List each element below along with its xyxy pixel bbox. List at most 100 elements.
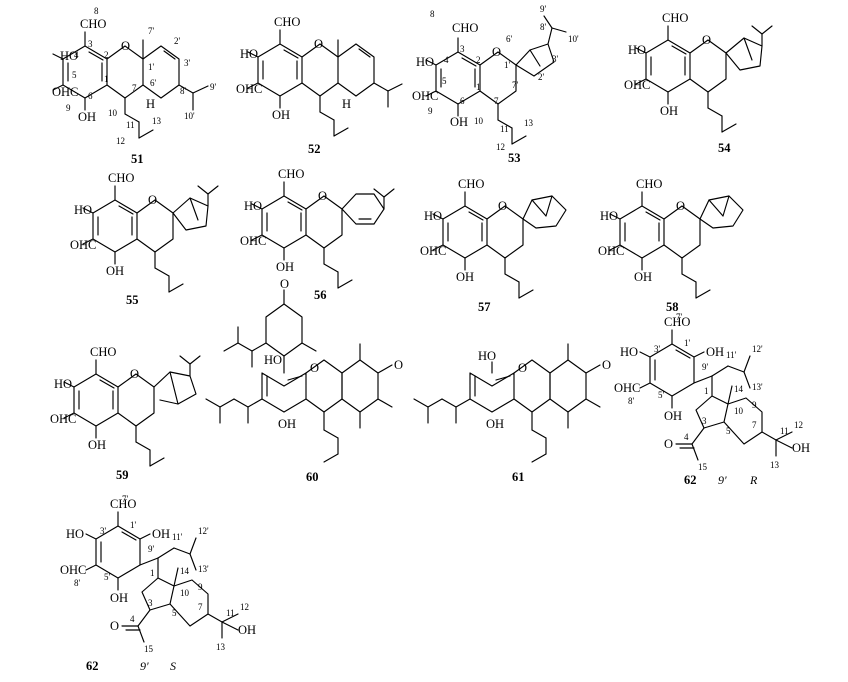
num-13p: 13' <box>198 564 209 574</box>
label-oh: OH <box>106 264 124 278</box>
num-1p: 1' <box>504 60 511 70</box>
label-ohc: OHC <box>50 412 76 426</box>
label-oh: OH <box>152 527 170 541</box>
label-cho: CHO <box>108 171 134 185</box>
num-12: 12 <box>240 602 249 612</box>
num-12: 12 <box>794 420 803 430</box>
num-5: 5 <box>726 426 731 436</box>
compound-id: 54 <box>718 141 731 155</box>
label-o: O <box>121 39 130 53</box>
num-5p: 5' <box>658 390 665 400</box>
num-9: 9 <box>428 106 433 116</box>
label-ho: HO <box>478 349 496 363</box>
compound-51: CHO HO OHC OH O H 8 7' 2' 1' 3' 6' 7 4 3… <box>52 6 217 166</box>
num-8p: 8' <box>74 578 81 588</box>
num-8p: 8' <box>180 86 187 96</box>
num-8p: 8' <box>540 22 547 32</box>
label-ketone-o: O <box>602 358 611 372</box>
num-10p: 10' <box>568 34 579 44</box>
num-8p: 8' <box>628 396 635 406</box>
compound-id: 62 <box>684 473 697 487</box>
num-9: 9 <box>198 582 203 592</box>
compound-id: 57 <box>478 300 491 314</box>
num-7: 7 <box>198 602 203 612</box>
label-o: O <box>492 45 501 59</box>
num-3: 3 <box>88 39 93 49</box>
num-12: 12 <box>116 136 125 146</box>
compound-id: 55 <box>126 293 139 307</box>
compound-id: 51 <box>131 152 144 166</box>
label-o: O <box>498 199 507 213</box>
num-9: 9 <box>66 103 71 113</box>
num-9: 9 <box>752 400 757 410</box>
label-ho: HO <box>74 203 92 217</box>
num-1: 1 <box>150 568 155 578</box>
label-oh: OH <box>792 441 810 455</box>
num-6: 6 <box>88 91 93 101</box>
num-1p: 1' <box>130 520 137 530</box>
label-o: O <box>310 361 319 375</box>
num-7: 7 <box>132 83 137 93</box>
label-ohc: OHC <box>614 381 640 395</box>
num-12p: 12' <box>198 526 209 536</box>
num-3: 3 <box>148 598 153 608</box>
label-h: H <box>146 97 155 111</box>
label-ho: HO <box>600 209 618 223</box>
num-2: 2 <box>104 50 109 60</box>
label-ho: HO <box>416 55 434 69</box>
label-oh: OH <box>456 270 474 284</box>
num-9p: 9' <box>540 4 547 14</box>
num-5p: 5' <box>104 572 111 582</box>
compound-62-9S: CHO HO OH OHC OH O OH 7' 1' 3' 5' 8' 9' … <box>60 494 256 673</box>
compound-id: 52 <box>308 142 321 156</box>
label-ho: HO <box>66 527 84 541</box>
num-7p: 7' <box>676 312 683 322</box>
num-14: 14 <box>180 566 190 576</box>
label-ohc: OHC <box>624 78 650 92</box>
compound-52: CHO HO OHC OH O H 52 <box>236 15 403 156</box>
label-oh: OH <box>110 591 128 605</box>
num-12: 12 <box>496 142 505 152</box>
label-oh: OH <box>486 417 504 431</box>
num-7: 7 <box>752 420 757 430</box>
label-o: O <box>314 37 323 51</box>
compound-id: 61 <box>512 470 525 484</box>
num-4: 4 <box>74 50 79 60</box>
label-cho: CHO <box>452 21 478 35</box>
label-o: O <box>518 361 527 375</box>
num-10: 10 <box>734 406 744 416</box>
num-11: 11 <box>780 426 789 436</box>
config-label: R <box>749 473 758 487</box>
label-cho: CHO <box>110 497 136 511</box>
num-11: 11 <box>126 120 135 130</box>
num-7p: 7' <box>148 26 155 36</box>
num-13: 13 <box>524 118 534 128</box>
compound-60: HO OH O O O 60 <box>205 277 403 484</box>
num-13p: 13' <box>752 382 763 392</box>
label-ketone-o: O <box>394 358 403 372</box>
num-3p: 3' <box>552 54 559 64</box>
label-oh: OH <box>706 345 724 359</box>
compound-54: CHO HO OHC OH O 54 <box>624 11 773 155</box>
num-9p: 9' <box>702 362 709 372</box>
label-oh: OH <box>664 409 682 423</box>
num-3: 3 <box>702 416 707 426</box>
num-6: 6 <box>460 96 465 106</box>
label-oh: OH <box>276 260 294 274</box>
num-2p: 2' <box>174 36 181 46</box>
label-o: O <box>110 619 119 633</box>
label-cho: CHO <box>636 177 662 191</box>
label-ho: HO <box>54 377 72 391</box>
label-o: O <box>676 199 685 213</box>
num-15: 15 <box>144 644 154 654</box>
label-ho: HO <box>244 199 262 213</box>
label-cho: CHO <box>274 15 300 29</box>
label-o: O <box>148 193 157 207</box>
label-o: O <box>664 437 673 451</box>
config-label: S <box>170 659 176 673</box>
label-h: H <box>342 97 351 111</box>
compound-61: HO OH O O 61 <box>413 343 611 484</box>
label-ohc: OHC <box>70 238 96 252</box>
